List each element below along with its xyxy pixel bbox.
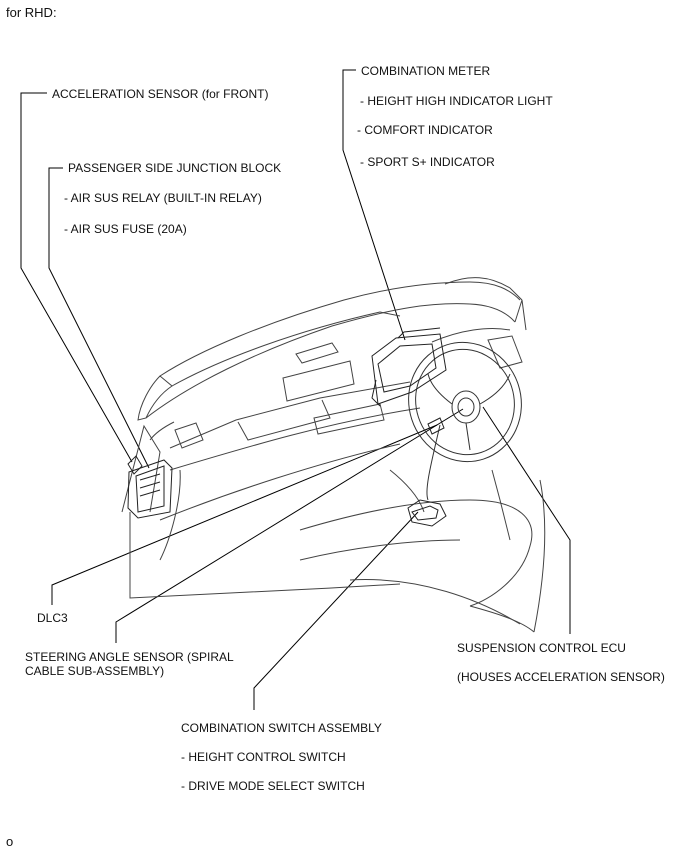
combination-meter-shape — [371, 327, 447, 407]
leader-steering-angle — [115, 408, 464, 643]
leader-combination-switch — [253, 511, 419, 710]
label-comfort-indicator: - COMFORT INDICATOR — [357, 123, 493, 137]
leader-dlc3 — [51, 424, 438, 605]
label-height-high-indicator: - HEIGHT HIGH INDICATOR LIGHT — [360, 94, 553, 108]
footer-mark: o — [6, 834, 14, 849]
label-air-sus-relay: - AIR SUS RELAY (BUILT-IN RELAY) — [64, 191, 262, 205]
steering-wheel — [408, 341, 522, 501]
leader-combination-meter — [342, 69, 406, 341]
label-combination-meter: COMBINATION METER — [361, 64, 491, 78]
leader-suspension-ecu — [482, 406, 571, 634]
label-drive-mode-switch: - DRIVE MODE SELECT SWITCH — [181, 779, 365, 793]
dashboard-outline — [121, 277, 546, 633]
label-sport-indicator: - SPORT S+ INDICATOR — [360, 155, 495, 169]
label-height-control-switch: - HEIGHT CONTROL SWITCH — [181, 750, 346, 764]
junction-block-shape — [127, 455, 173, 519]
label-air-sus-fuse: - AIR SUS FUSE (20A) — [64, 222, 187, 236]
label-combination-switch: COMBINATION SWITCH ASSEMBLY — [181, 721, 382, 735]
label-junction-block: PASSENGER SIDE JUNCTION BLOCK — [68, 161, 282, 175]
leader-acceleration-sensor — [20, 92, 133, 463]
label-suspension-ecu: SUSPENSION CONTROL ECU — [457, 641, 626, 655]
leader-lines — [20, 69, 571, 710]
leader-junction-block — [48, 167, 150, 469]
label-dlc3: DLC3 — [37, 611, 68, 625]
label-acceleration-sensor: ACCELERATION SENSOR (for FRONT) — [52, 87, 269, 101]
small-parts — [407, 417, 447, 527]
label-suspension-ecu-note: (HOUSES ACCELERATION SENSOR) — [457, 670, 665, 684]
label-steering-angle-sensor: STEERING ANGLE SENSOR (SPIRAL CABLE SUB-… — [25, 650, 234, 678]
page-title: for RHD: — [6, 5, 57, 20]
